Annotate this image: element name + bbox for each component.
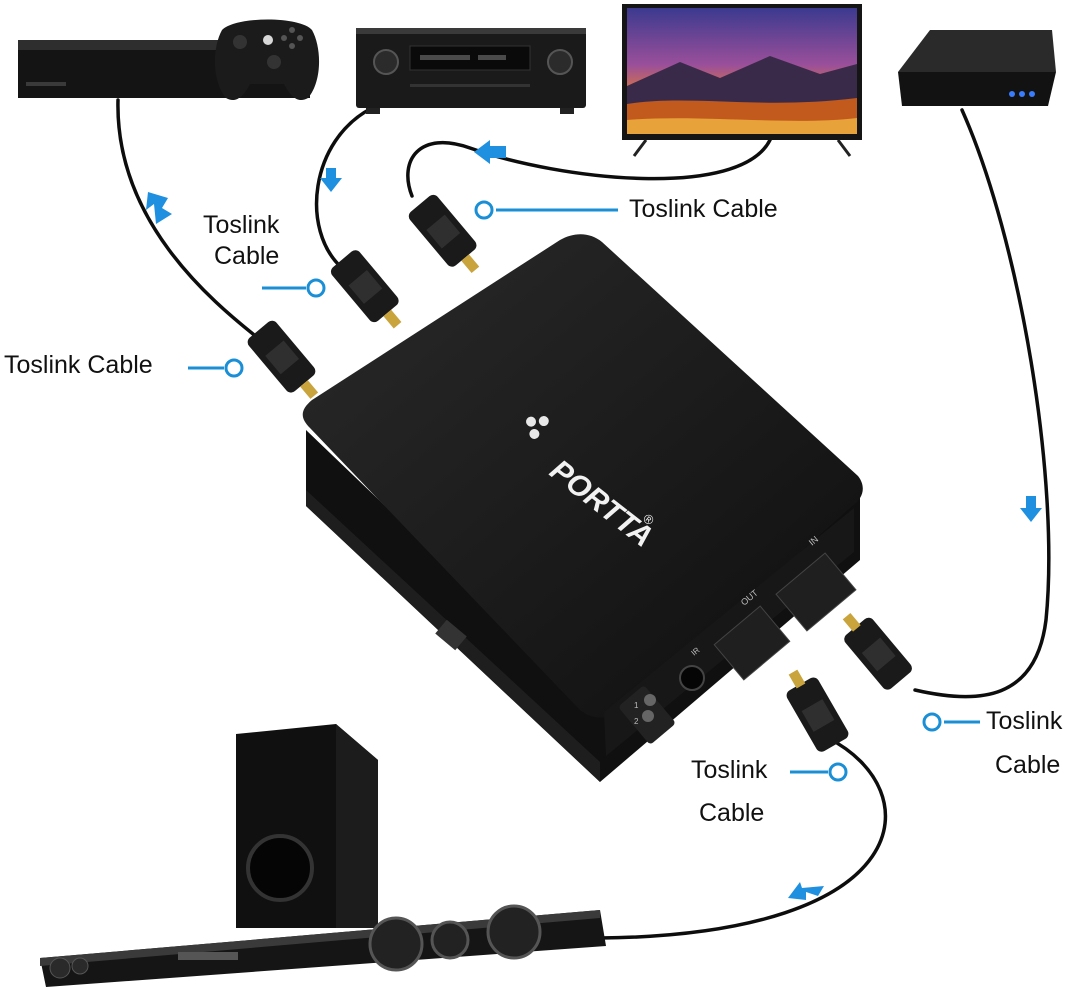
- cable-tv: [406, 138, 772, 198]
- label-toslink-streamer-line2: Cable: [995, 751, 1061, 779]
- flow-arrow-icon: [320, 168, 342, 192]
- label-toslink-soundbar-line2: Cable: [699, 799, 765, 827]
- tv-icon: [622, 4, 862, 157]
- label-toslink-cable-xbox: Toslink Cable: [4, 351, 153, 379]
- streaming-box-icon: [898, 30, 1056, 106]
- flow-arrow-icon: [474, 140, 506, 164]
- label-toslink-receiver-line1: Toslink: [203, 211, 280, 239]
- cables: [116, 98, 1051, 940]
- label-toslink-streamer-line1: Toslink: [986, 707, 1063, 735]
- portta-switch-box: [302, 234, 863, 782]
- optical-plug-tv: [408, 194, 480, 274]
- flow-arrow-icon: [1020, 496, 1042, 522]
- callouts: [188, 200, 980, 782]
- soundbar-icon: [40, 904, 606, 987]
- cable-soundbar: [598, 736, 888, 940]
- selector-1-label: 1: [634, 701, 639, 710]
- cable-receiver: [314, 106, 374, 270]
- flow-arrow-icon: [788, 882, 824, 900]
- label-toslink-soundbar-line1: Toslink: [691, 756, 768, 784]
- cable-streamer: [913, 108, 1051, 699]
- label-toslink-cable-tv: Toslink Cable: [629, 195, 778, 223]
- gamepad-icon: [214, 19, 320, 101]
- cable-xbox: [116, 98, 260, 340]
- flow-arrow-icon: [146, 192, 172, 224]
- flow-arrows: [146, 140, 1042, 900]
- optical-plug-xbox: [247, 320, 319, 399]
- portta-logo: [526, 416, 549, 439]
- optical-plug-receiver: [330, 250, 402, 329]
- subwoofer-icon: [236, 724, 378, 928]
- optical-plug-streamer: [842, 612, 912, 690]
- selector-2-label: 2: [634, 717, 639, 726]
- label-toslink-receiver-line2: Cable: [214, 242, 280, 270]
- optical-plug-soundbar: [786, 669, 849, 752]
- av-receiver-icon: [356, 28, 586, 114]
